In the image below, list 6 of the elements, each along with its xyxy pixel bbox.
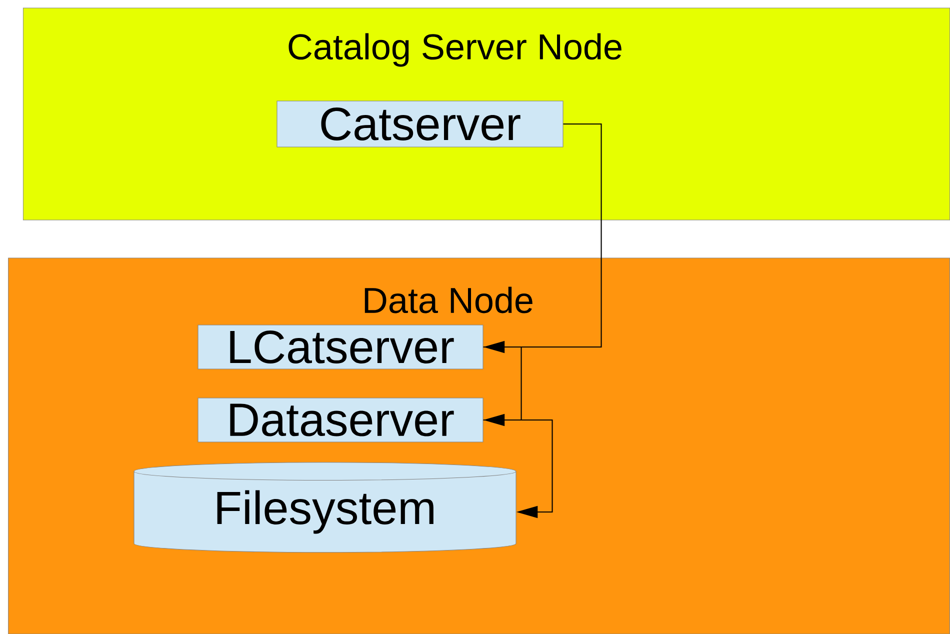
process-box: Dataserver — [198, 398, 484, 442]
arrow — [483, 419, 553, 518]
database-cylinder: Filesystem — [134, 462, 516, 553]
arrow — [483, 346, 522, 426]
process-box: Catserver — [276, 100, 564, 148]
process-box: LCatserver — [198, 324, 484, 370]
